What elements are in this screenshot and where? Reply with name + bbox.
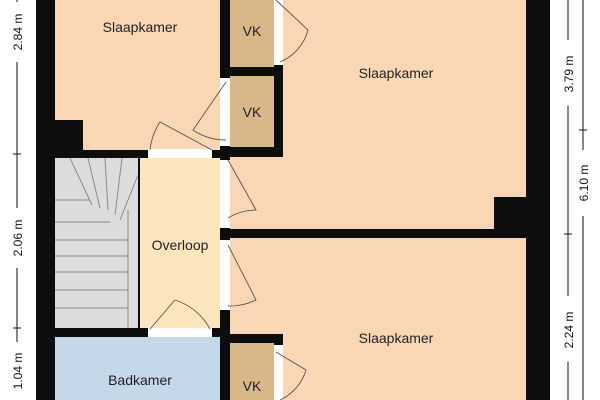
dimension-left-3: 1.04 m bbox=[11, 353, 25, 390]
room-bedroom-top-right-lower bbox=[230, 157, 526, 229]
dimension-line-right bbox=[557, 0, 594, 400]
label-bedroom-top-left: Slaapkamer bbox=[103, 19, 178, 35]
label-bathroom: Badkamer bbox=[108, 372, 172, 388]
label-closet-2: VK bbox=[243, 104, 262, 120]
room-closet-2 bbox=[230, 76, 274, 147]
chimney-block bbox=[494, 197, 526, 229]
door-swings bbox=[149, 0, 309, 400]
label-closet-3: VK bbox=[243, 378, 262, 394]
room-landing bbox=[140, 158, 220, 328]
room-closet-3 bbox=[230, 343, 274, 400]
room-bathroom bbox=[55, 337, 220, 400]
dimension-left-2: 2.06 m bbox=[11, 220, 25, 257]
dimension-right-1: 3.79 m bbox=[562, 56, 576, 93]
label-landing: Overloop bbox=[152, 237, 209, 253]
label-closet-1: VK bbox=[243, 23, 262, 39]
dimension-right-total: 6.10 m bbox=[577, 165, 591, 202]
stair-treads bbox=[55, 157, 139, 328]
room-bedroom-top-right bbox=[283, 0, 526, 157]
chimney-block-left bbox=[55, 120, 83, 150]
dimension-left-1: 2.84 m bbox=[11, 14, 25, 51]
dimension-right-2: 2.24 m bbox=[562, 312, 576, 349]
room-bedroom-bottom-right bbox=[230, 238, 526, 334]
room-bedroom-bottom-right-lower bbox=[283, 334, 526, 400]
room-closet-1 bbox=[230, 0, 274, 67]
door-openings bbox=[148, 0, 283, 400]
label-bedroom-bottom-right: Slaapkamer bbox=[359, 330, 434, 346]
staircase bbox=[55, 158, 138, 328]
label-bedroom-top-right: Slaapkamer bbox=[359, 65, 434, 81]
dimension-line-left bbox=[7, 0, 27, 400]
